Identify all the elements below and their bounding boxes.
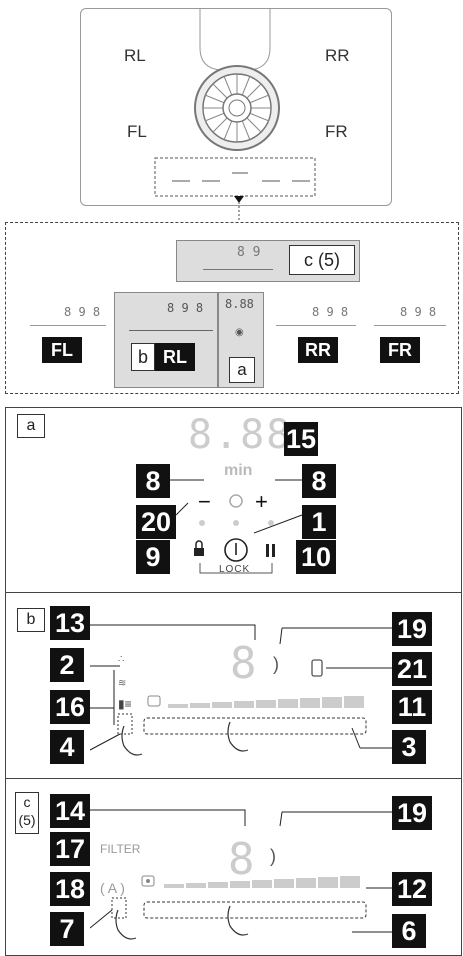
panel-c-tag-line2: (5): [18, 812, 36, 828]
callout-20: 20: [136, 505, 176, 539]
svg-text:−: −: [198, 489, 211, 514]
zone-panel-overview: 8 9 8 b RL: [114, 292, 218, 388]
panel-c-tag: c (5): [15, 792, 39, 834]
mini-display-rr: 8 9 8: [272, 305, 356, 326]
panel-c-tag-line1: c: [23, 794, 31, 810]
filter-label: FILTER: [100, 842, 141, 856]
panel-b-controls: 8 ) ∴ ≋ ▮≡: [90, 624, 392, 756]
callout-10: 10: [296, 540, 336, 574]
panel-c-controls: 8 ): [90, 809, 392, 940]
tag-c5: c (5): [289, 245, 355, 275]
callout-3: 3: [392, 730, 426, 764]
zone-label-rr: RR: [325, 46, 350, 65]
svg-text:▮≡: ▮≡: [118, 697, 132, 711]
label-fl: FL: [42, 337, 82, 363]
svg-text:∴: ∴: [118, 654, 124, 665]
lock-label: LOCK: [219, 564, 251, 575]
callout-16: 16: [50, 690, 90, 724]
svg-text:≋: ≋: [118, 678, 126, 689]
callout-19-b: 19: [392, 612, 432, 646]
callout-18: 18: [50, 872, 90, 906]
panel-a-controls: − +: [170, 479, 303, 574]
callout-9: 9: [136, 540, 170, 574]
mini-display-fl: 8 9 8: [24, 305, 106, 326]
label-rr: RR: [298, 337, 338, 363]
callout-11: 11: [392, 690, 432, 724]
callout-17: 17: [50, 832, 90, 866]
hood-panel-overview: 8 9 c (5): [176, 240, 360, 282]
callout-14: 14: [50, 794, 90, 828]
callout-15: 15: [284, 422, 318, 456]
callout-13: 13: [50, 606, 90, 640]
timer-panel-overview: 8.88 ◉ a: [218, 292, 264, 388]
min-label: min: [224, 462, 253, 479]
callout-1: 1: [302, 505, 336, 539]
callout-4: 4: [50, 730, 84, 764]
callout-21: 21: [392, 652, 432, 686]
tag-a: a: [229, 357, 255, 383]
pointer-arrow: [234, 196, 244, 222]
tag-b: b: [131, 343, 155, 371]
mini-display-fr: 8 9 8: [370, 305, 450, 326]
callout-19-c: 19: [392, 796, 432, 830]
label-fr: FR: [380, 337, 420, 363]
svg-text:+: +: [255, 489, 268, 514]
zone-label-rl: RL: [124, 46, 146, 65]
panel-a: [5, 407, 462, 594]
callout-8-left: 8: [136, 464, 170, 498]
zone-label-fl: FL: [127, 122, 147, 141]
control-panel-overview: [5, 222, 459, 394]
callout-7: 7: [50, 912, 84, 946]
auto-mode-symbol: ( A ): [100, 880, 125, 896]
svg-text:8: 8: [228, 834, 255, 885]
panel-a-tag: a: [17, 414, 45, 438]
panel-b-tag: b: [17, 608, 45, 632]
label-rl: RL: [155, 343, 195, 371]
fan-icon: [194, 65, 280, 151]
callout-12: 12: [392, 872, 432, 906]
svg-text:8: 8: [230, 638, 257, 689]
svg-text:): ): [270, 846, 276, 866]
svg-text:): ): [273, 654, 279, 674]
timer-display: 8.88: [188, 412, 293, 458]
callout-6: 6: [392, 914, 426, 948]
zone-label-fr: FR: [325, 122, 348, 141]
callout-8-right: 8: [302, 464, 336, 498]
callout-2: 2: [50, 648, 84, 682]
